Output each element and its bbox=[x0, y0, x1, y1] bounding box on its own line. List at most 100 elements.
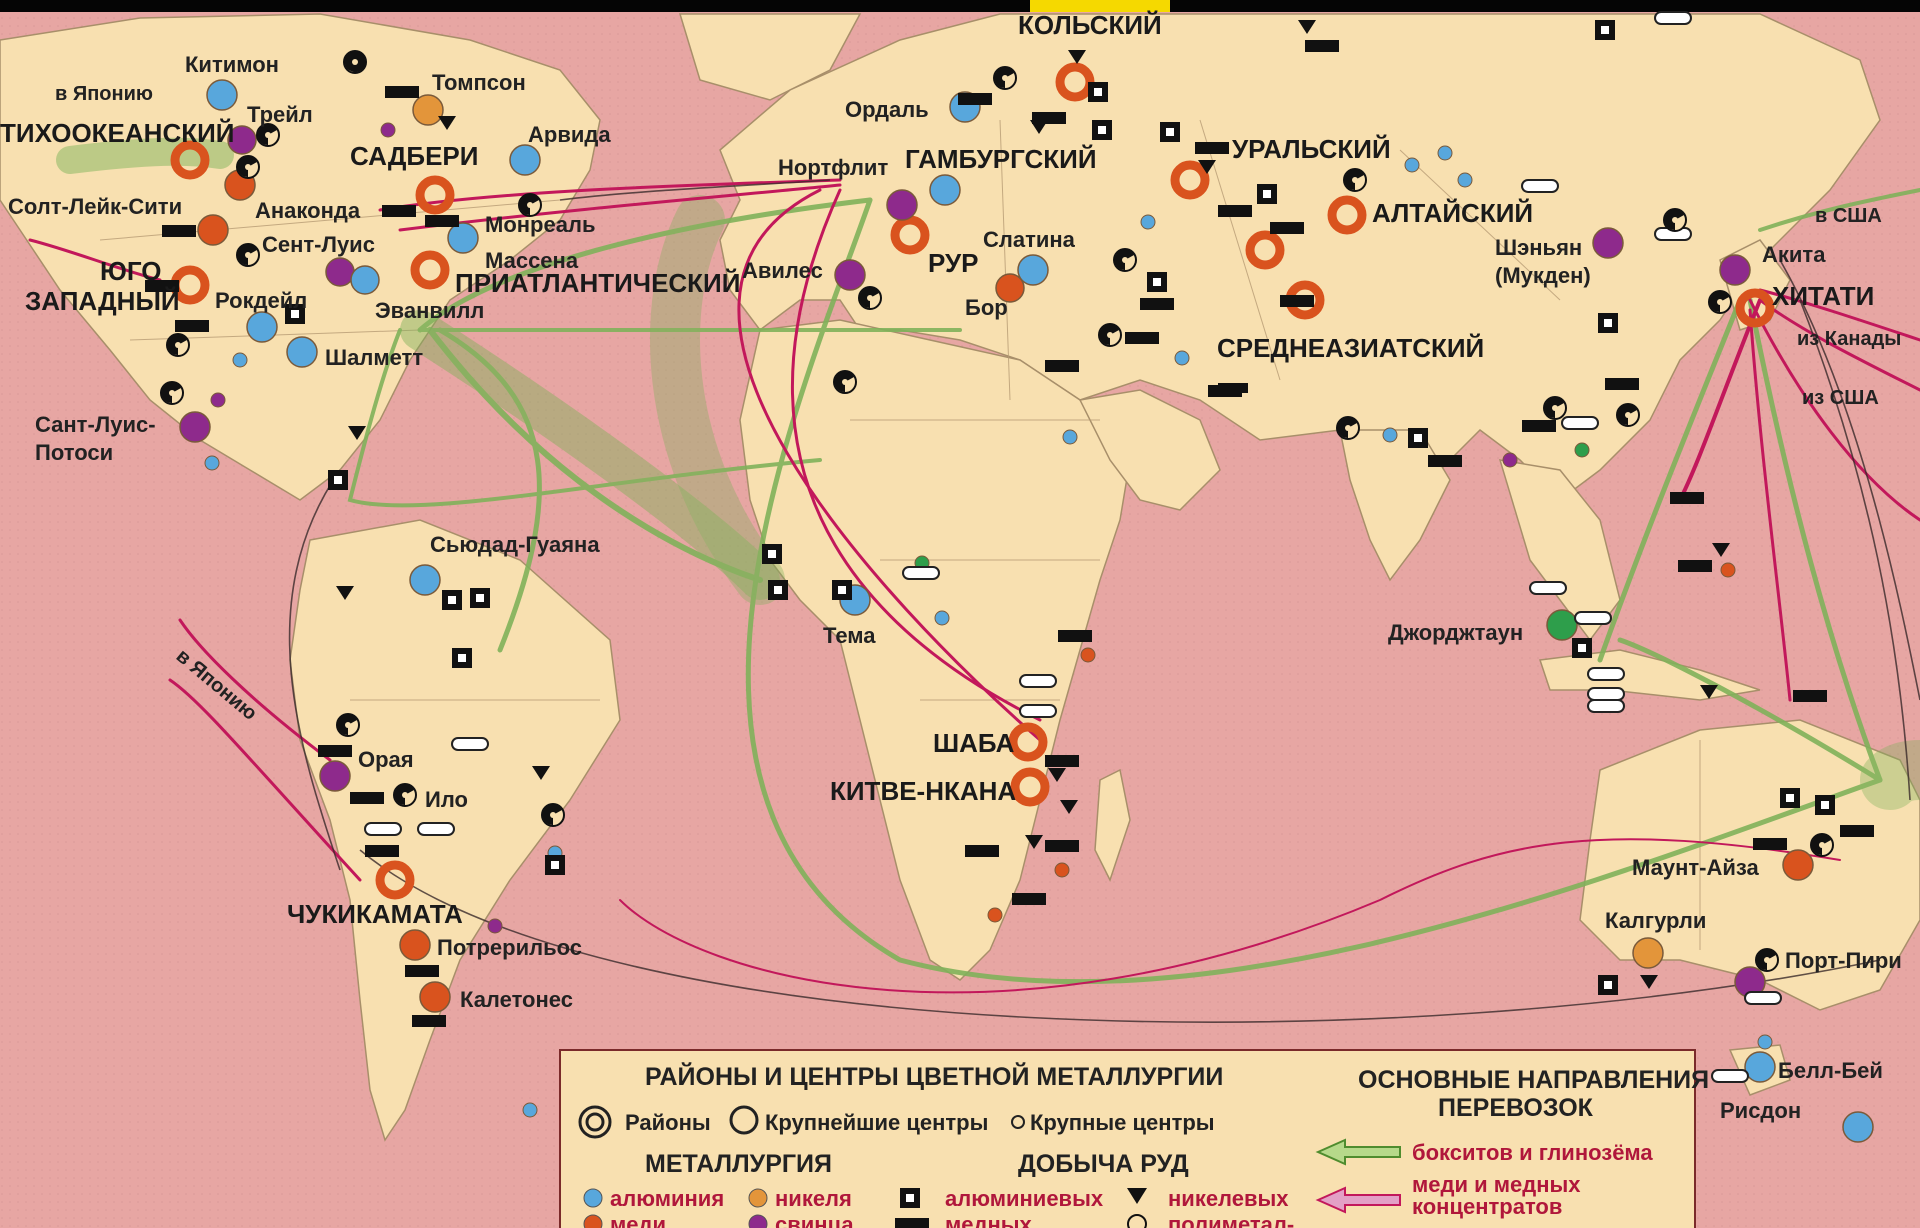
nickel-mine bbox=[1712, 543, 1730, 557]
copper-mine bbox=[1678, 560, 1712, 572]
bauxite-mine bbox=[762, 544, 782, 564]
bauxite-flow bbox=[1617, 637, 1883, 783]
tin-mine bbox=[1587, 667, 1625, 681]
place-slatina: Слатина bbox=[983, 227, 1076, 252]
bauxite-flow bbox=[56, 137, 234, 174]
bauxite-mine bbox=[328, 470, 348, 490]
tin-mine bbox=[1711, 1069, 1749, 1083]
place-montreal: Монреаль bbox=[485, 212, 595, 237]
legend-bauxite-arrow bbox=[1315, 1138, 1401, 1166]
bauxite-mine bbox=[1815, 795, 1835, 815]
bauxite-flow bbox=[1758, 188, 1920, 232]
place-kalgoorlie: Калгурли bbox=[1605, 908, 1706, 933]
bauxite-flow bbox=[427, 327, 763, 583]
district-shaba-marker bbox=[1008, 722, 1048, 762]
copper-flow bbox=[737, 188, 1042, 742]
polymetal-mine bbox=[336, 713, 360, 737]
border-line bbox=[1399, 149, 1561, 301]
bauxite-mine bbox=[1147, 272, 1167, 292]
bauxite-routes bbox=[56, 137, 1920, 985]
legend-routes-head-2: ПЕРЕВОЗОК bbox=[1438, 1094, 1594, 1122]
copper-mine bbox=[1270, 222, 1304, 234]
tin-mine bbox=[1561, 416, 1599, 430]
aluminium-center bbox=[1744, 1051, 1776, 1083]
place-salt-lake: Солт-Лейк-Сити bbox=[8, 194, 182, 219]
legend-large-centers: Крупные центры bbox=[1030, 1110, 1215, 1135]
small-center bbox=[232, 352, 248, 368]
landmass-madagascar bbox=[1094, 768, 1131, 882]
copper-mine bbox=[965, 845, 999, 857]
lead-center bbox=[1719, 254, 1751, 286]
region-central-asia-label: СРЕДНЕАЗИАТСКИЙ bbox=[1217, 333, 1484, 363]
polymetal-mine bbox=[833, 370, 857, 394]
copper-flow bbox=[1758, 298, 1920, 392]
copper-mine bbox=[145, 280, 179, 292]
copper-center bbox=[419, 981, 451, 1013]
legend-nickel: никеля bbox=[775, 1186, 852, 1211]
copper-mine bbox=[1280, 295, 1314, 307]
place-san-luis-2: Потоси bbox=[35, 440, 113, 465]
copper-mine bbox=[1045, 840, 1079, 852]
legend: РАЙОНЫ И ЦЕНТРЫ ЦВЕТНОЙ МЕТАЛЛУРГИИ Райо… bbox=[559, 1049, 1709, 1228]
region-southwest-label-1: ЮГО bbox=[100, 256, 161, 286]
bauxite-mine bbox=[1408, 428, 1428, 448]
aluminium-center bbox=[929, 174, 961, 206]
polymetal-mine bbox=[1113, 248, 1137, 272]
copper-center bbox=[197, 214, 229, 246]
small-center bbox=[1757, 1034, 1773, 1050]
district-sudbury-marker bbox=[415, 175, 455, 215]
large-centers bbox=[179, 79, 1874, 1143]
nickel-center bbox=[1632, 937, 1664, 969]
place-akita: Акита bbox=[1762, 242, 1826, 267]
bauxite-mine bbox=[1595, 20, 1615, 40]
route-line bbox=[288, 469, 341, 871]
polymetal-mine bbox=[1543, 396, 1567, 420]
region-hitachi-label: ХИТАТИ bbox=[1772, 281, 1874, 311]
legend-mining-head: ДОБЫЧА РУД bbox=[1018, 1150, 1189, 1178]
nickel-mine bbox=[1060, 800, 1078, 814]
place-trail: Трейл bbox=[247, 102, 313, 127]
polymetal-mines bbox=[160, 50, 1834, 972]
region-hamburg-label: ГАМБУРГСКИЙ bbox=[905, 144, 1097, 174]
tin-mines bbox=[364, 11, 1782, 1083]
tin-mine bbox=[1529, 581, 1567, 595]
polymetal-mine bbox=[541, 803, 565, 827]
legend-copper: меди bbox=[610, 1212, 666, 1228]
region-altai-label: АЛТАЙСКИЙ bbox=[1372, 198, 1533, 228]
border-line bbox=[999, 119, 1011, 401]
copper-mine bbox=[175, 320, 209, 332]
tin-center bbox=[1546, 609, 1578, 641]
place-shenyang-2: (Мукден) bbox=[1495, 263, 1591, 288]
top-band-accent bbox=[1030, 0, 1170, 12]
landmass-arabia bbox=[1078, 389, 1221, 511]
tin-mine bbox=[1574, 611, 1612, 625]
place-ciudad-guayana: Сьюдад-Гуаяна bbox=[430, 532, 600, 557]
aluminium-center bbox=[206, 79, 238, 111]
region-chuquicamata-label: ЧУКИКАМАТА bbox=[287, 899, 463, 929]
copper-mine bbox=[1045, 360, 1079, 372]
place-thompson: Томпсон bbox=[432, 70, 526, 95]
copper-routes bbox=[28, 178, 1920, 994]
region-atlantic-label: ПРИАТЛАНТИЧЕСКИЙ bbox=[455, 268, 740, 298]
copper-mine bbox=[1218, 383, 1248, 393]
bauxite-mine bbox=[452, 648, 472, 668]
polymetal-mine bbox=[1616, 403, 1640, 427]
bauxite-flow bbox=[1597, 297, 1743, 663]
copper-mine bbox=[1012, 893, 1046, 905]
bauxite-flow bbox=[745, 197, 1883, 985]
bauxite-flow bbox=[437, 327, 542, 653]
place-caletones: Калетонес bbox=[460, 987, 573, 1012]
landmass-south-america bbox=[289, 519, 621, 1142]
place-ardal: Ордаль bbox=[845, 97, 929, 122]
place-kitimat: Китимон bbox=[185, 52, 279, 77]
bauxite-mine bbox=[442, 590, 462, 610]
copper-mine bbox=[1793, 690, 1827, 702]
landmass-africa bbox=[739, 319, 1131, 981]
copper-flow bbox=[168, 678, 362, 882]
place-st-louis: Сент-Луис bbox=[262, 232, 375, 257]
legend-copper-symbol bbox=[583, 1214, 603, 1228]
legend-nickel-symbol bbox=[748, 1188, 768, 1208]
polymetal-mine bbox=[166, 333, 190, 357]
bauxite-flow bbox=[400, 310, 780, 600]
